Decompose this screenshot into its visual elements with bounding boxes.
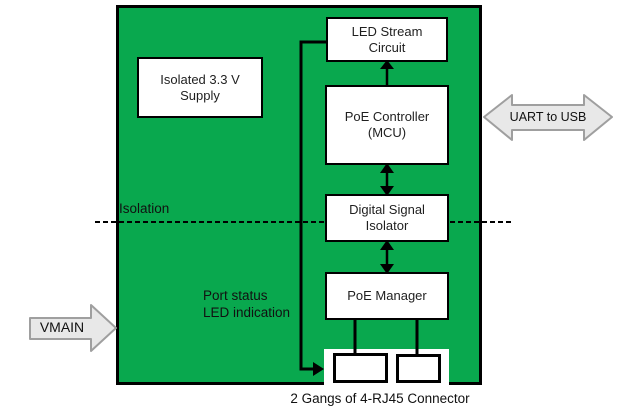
uart-usb-label: UART to USB [509,110,587,124]
port-status-label: Port status LED indication [203,288,291,320]
poe-manager-label: PoE Manager [347,288,427,303]
poe-manager-block: PoE Manager [325,272,449,320]
isolation-label: Isolation [119,201,170,216]
isolated-supply-block: Isolated 3.3 V Supply [137,57,263,118]
digital-signal-isolator-block: Digital Signal Isolator [325,194,449,242]
led-stream-circuit-label: LED Stream Circuit [351,23,423,55]
isolated-supply-label: Isolated 3.3 V Supply [160,71,240,103]
poe-controller-label: PoE Controller (MCU) [344,109,430,140]
poe-controller-block: PoE Controller (MCU) [325,85,449,165]
vmain-label: VMAIN [39,319,85,335]
connector-caption: 2 Gangs of 4-RJ45 Connector [290,391,470,406]
rj45-gang-2 [396,354,441,383]
led-stream-circuit-block: LED Stream Circuit [326,17,448,62]
digital-signal-isolator-label: Digital Signal Isolator [349,202,425,233]
rj45-gang-1 [333,353,388,383]
